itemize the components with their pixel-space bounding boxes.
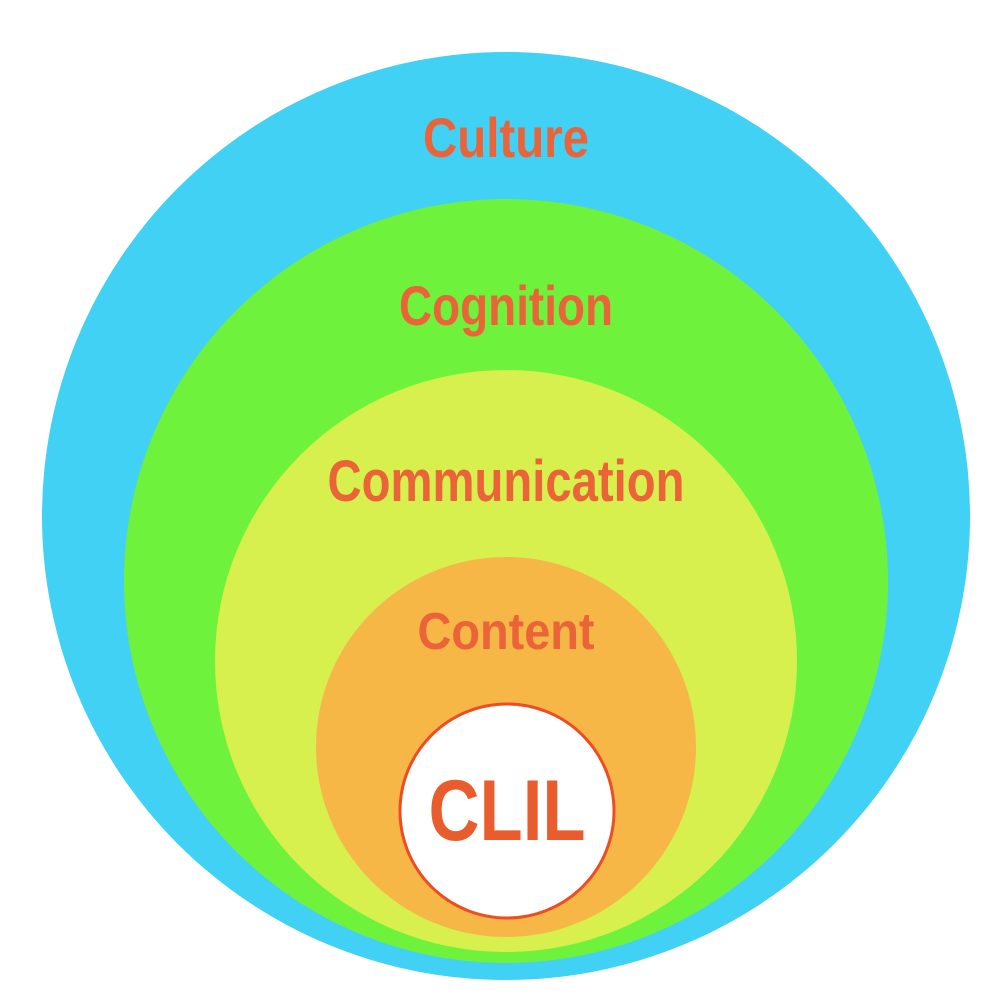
cognition-label: Cognition (399, 274, 613, 337)
clil-core-circle (398, 702, 616, 920)
communication-label: Communication (328, 449, 685, 514)
content-label: Content (418, 603, 595, 661)
culture-label: Culture (423, 106, 589, 169)
clil-core-label: CLIL (429, 763, 586, 859)
